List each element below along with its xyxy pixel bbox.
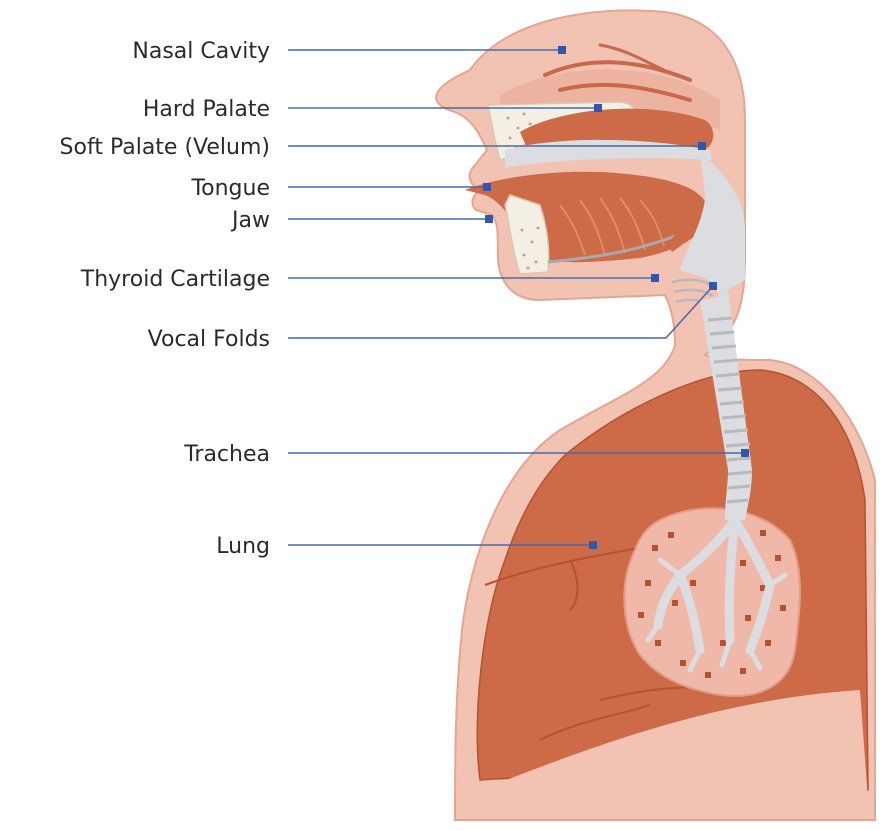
label-nasal-cavity: Nasal Cavity bbox=[132, 39, 270, 64]
marker-thyroid-cartilage bbox=[651, 274, 659, 282]
marker-jaw bbox=[485, 215, 493, 223]
marker-lung bbox=[589, 541, 597, 549]
marker-hard-palate bbox=[594, 104, 602, 112]
marker-trachea bbox=[741, 449, 749, 457]
labels: Nasal Cavity Hard Palate Soft Palate (Ve… bbox=[60, 39, 270, 559]
marker-vocal-folds bbox=[709, 282, 717, 290]
marker-nasal-cavity bbox=[558, 46, 566, 54]
label-hard-palate: Hard Palate bbox=[143, 97, 270, 122]
label-lung: Lung bbox=[216, 534, 270, 559]
marker-soft-palate bbox=[698, 142, 706, 150]
label-soft-palate: Soft Palate (Velum) bbox=[60, 135, 270, 160]
label-jaw: Jaw bbox=[230, 208, 270, 233]
label-vocal-folds: Vocal Folds bbox=[148, 327, 270, 352]
label-trachea: Trachea bbox=[183, 442, 270, 467]
marker-tongue bbox=[483, 183, 491, 191]
label-thyroid-cartilage: Thyroid Cartilage bbox=[80, 267, 270, 292]
label-tongue: Tongue bbox=[190, 176, 270, 201]
